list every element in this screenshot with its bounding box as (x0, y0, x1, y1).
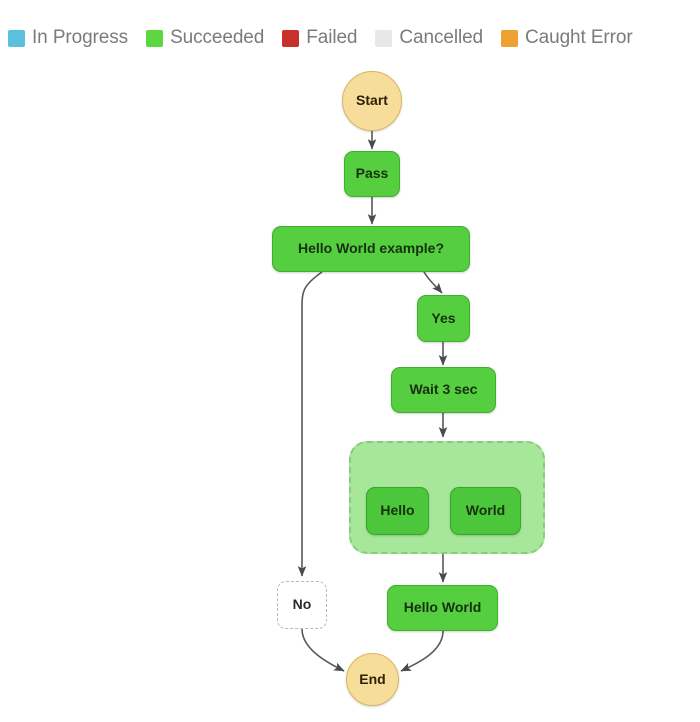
legend-label: Caught Error (525, 27, 633, 48)
legend-item-failed: Failed (282, 27, 358, 49)
graph-node-wait[interactable]: Wait 3 sec (391, 367, 496, 413)
square-swatch-icon (501, 29, 519, 47)
graph-node-label: Hello World (403, 599, 482, 616)
graph-node-world[interactable]: World (450, 487, 521, 535)
graph-node-hello-world[interactable]: Hello World (387, 585, 498, 631)
square-swatch-icon (146, 29, 164, 47)
legend-item-succeeded: Succeeded (146, 27, 264, 49)
graph-node-label: Hello (380, 502, 415, 519)
status-legend: In Progress Succeeded Failed Cancelled C… (8, 22, 633, 54)
graph-node-end[interactable]: End (346, 653, 399, 706)
square-swatch-icon (282, 29, 300, 47)
graph-node-yes[interactable]: Yes (417, 295, 470, 342)
graph-node-choice[interactable]: Hello World example? (272, 226, 470, 272)
legend-label: Succeeded (170, 27, 265, 48)
graph-node-hello[interactable]: Hello (366, 487, 429, 535)
edge-choice-yes (423, 271, 443, 294)
legend-item-in-progress: In Progress (8, 27, 128, 49)
square-swatch-icon (8, 29, 25, 47)
graph-node-label: End (359, 670, 386, 687)
edge-helloworld-end (400, 630, 444, 672)
graph-node-pass[interactable]: Pass (344, 151, 400, 197)
legend-label: Cancelled (399, 27, 484, 48)
graph-node-no[interactable]: No (277, 581, 327, 629)
graph-node-label: World (465, 502, 506, 519)
graph-node-start[interactable]: Start (342, 71, 402, 131)
legend-item-cancelled: Cancelled (375, 27, 483, 49)
graph-node-label: Yes (431, 309, 456, 326)
legend-label: Failed (306, 27, 358, 48)
square-swatch-icon (375, 29, 393, 47)
legend-label: In Progress (32, 27, 129, 48)
graph-node-label: Hello World example? (298, 240, 444, 257)
graph-node-label: No (292, 596, 312, 613)
legend-item-caught-error: Caught Error (501, 27, 633, 49)
graph-node-label: Pass (355, 165, 389, 182)
graph-node-label: Wait 3 sec (409, 381, 478, 398)
edge-no-end (301, 628, 345, 672)
graph-node-label: Start (356, 92, 388, 109)
edge-choice-no (297, 271, 323, 577)
